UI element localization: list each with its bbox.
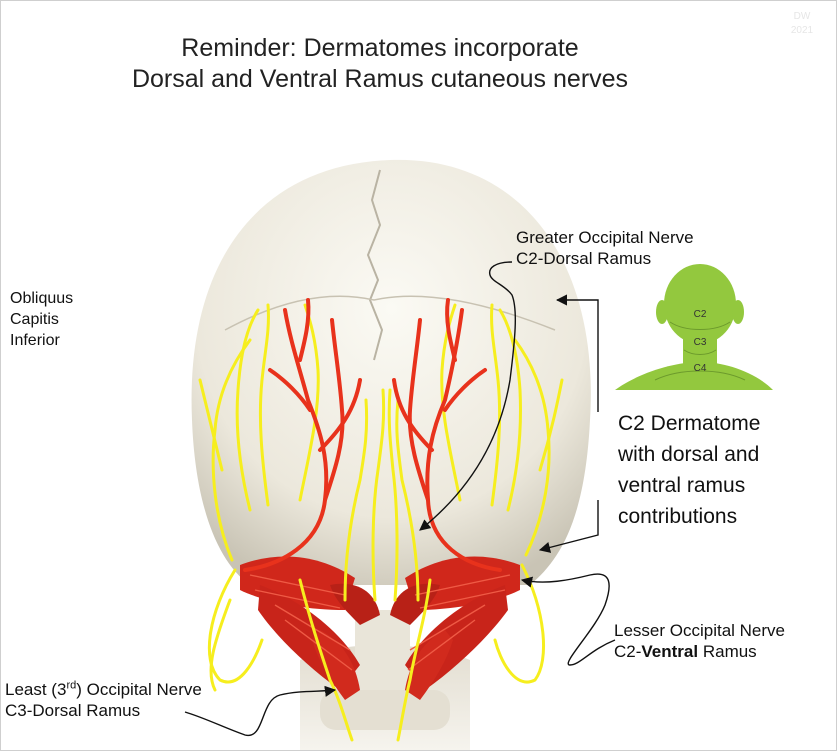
- inset-level-c4: C4: [694, 363, 707, 374]
- obliquus-label: Obliquus Capitis Inferior: [10, 288, 73, 351]
- watermark-initials: DW: [793, 11, 811, 22]
- c2-dermatome-line-2: with dorsal and: [618, 443, 760, 466]
- least-occipital-ramus: C3-Dorsal Ramus: [5, 701, 141, 720]
- obliquus-line-3: Inferior: [10, 332, 60, 349]
- lesser-occipital-name: Lesser Occipital Nerve: [614, 621, 786, 640]
- red-nerves: [243, 298, 502, 572]
- title-line-1: Reminder: Dermatomes incorporate: [181, 34, 579, 62]
- inset-level-c2: C2: [694, 309, 707, 320]
- lesser-occipital-prefix: C2-: [614, 642, 642, 661]
- c2-dermatome-line-1: C2 Dermatome: [618, 412, 761, 435]
- least-occipital-prefix: Least (3: [5, 680, 67, 699]
- greater-occipital-name: Greater Occipital Nerve: [516, 228, 694, 247]
- c2-dermatome-line-4: contributions: [618, 505, 738, 528]
- callout-lines: [184, 261, 616, 736]
- c2-dermatome-label: C2 Dermatome with dorsal and ventral ram…: [618, 408, 760, 532]
- greater-occipital-ramus: C2-Dorsal Ramus: [516, 249, 652, 268]
- obliquus-line-1: Obliquus: [10, 290, 74, 307]
- obliquus-line-2: Capitis: [10, 311, 59, 328]
- yellow-nerves: [198, 303, 564, 742]
- lesser-occipital-ramus: C2-Ventral Ramus: [614, 641, 785, 662]
- lesser-occipital-ventral: Ventral: [641, 642, 699, 661]
- least-occipital-suffix: ) Occipital Nerve: [76, 680, 202, 699]
- greater-occipital-label: Greater Occipital Nerve C2-Dorsal Ramus: [516, 227, 694, 269]
- least-occipital-name: Least (3rd) Occipital Nerve: [5, 679, 202, 700]
- dermatome-inset: [615, 264, 773, 390]
- lesser-occipital-label: Lesser Occipital Nerve C2-Ventral Ramus: [614, 620, 785, 662]
- skull: [191, 159, 591, 585]
- least-occipital-sup: rd: [66, 679, 77, 692]
- lesser-occipital-suffix: Ramus: [698, 642, 757, 661]
- c2-dermatome-line-3: ventral ramus: [618, 474, 746, 497]
- inset-level-c3: C3: [694, 337, 707, 348]
- least-occipital-label: Least (3rd) Occipital Nerve C3-Dorsal Ra…: [5, 679, 202, 721]
- title-line-2: Dorsal and Ventral Ramus cutaneous nerve…: [131, 65, 629, 93]
- watermark-year: 2021: [790, 25, 814, 36]
